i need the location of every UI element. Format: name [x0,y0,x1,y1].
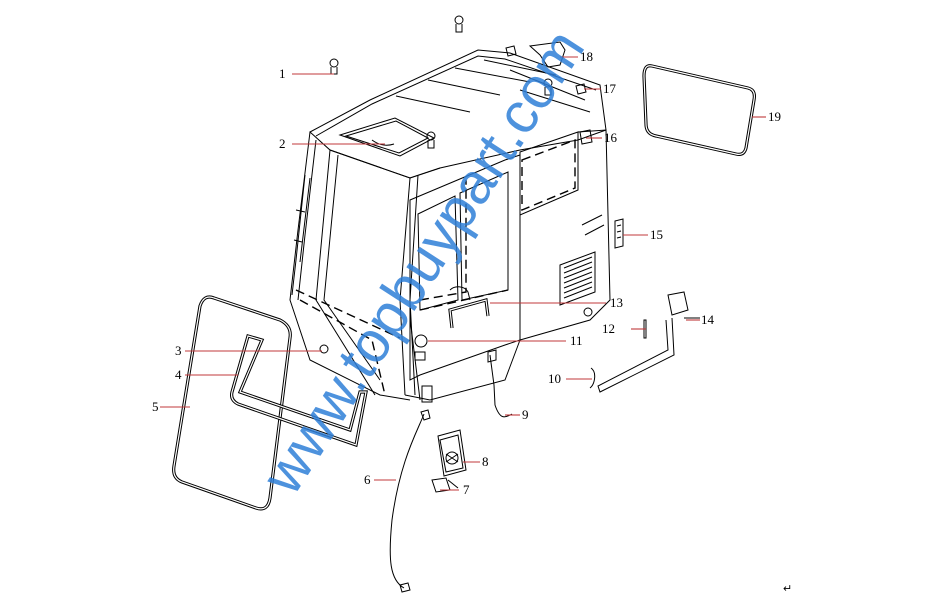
callout-5: 5 [152,399,159,414]
callout-19: 19 [768,109,781,124]
callout-11: 11 [570,333,583,348]
latch-part-15 [614,218,624,249]
callout-7: 7 [463,482,470,497]
callout-18: 18 [580,49,593,64]
lifting-eye-part-4 [543,78,553,96]
front-glass-part-5 [172,295,292,511]
callout-12: 12 [602,321,615,336]
clip-part-10 [589,367,596,389]
callout-16: 16 [604,130,618,145]
seal-plug-part-3 [319,344,329,354]
callout-6: 6 [364,472,371,487]
lower-glass-part-4 [230,334,368,448]
cab-body [289,49,611,403]
lifting-eye-part-1 [329,58,339,75]
paragraph-mark: ↵ [783,583,792,595]
lifting-eye-part-2 [454,15,464,33]
watermark-text: www.topbuypart.com [249,18,597,506]
callout-9: 9 [522,407,529,422]
mirror-arm-part-14 [597,291,700,393]
leader-lines [160,56,766,491]
cable-part-6 [389,413,425,589]
callout-8: 8 [482,454,489,469]
callout-15: 15 [650,227,663,242]
roof-bolt [505,45,517,57]
callout-17: 17 [603,81,617,96]
speaker-part-8 [437,429,467,477]
callout-4: 4 [175,367,182,382]
callout-2: 2 [279,136,286,151]
pin-part-12 [643,319,647,339]
lamp-part-16 [579,129,593,145]
bracket-part-18 [528,41,566,68]
callout-14: 14 [701,312,715,327]
cable-part-9 [489,354,513,418]
callout-1: 1 [279,66,286,81]
callout-10: 10 [548,371,561,386]
callout-3: 3 [175,343,182,358]
callout-13: 13 [610,295,623,310]
bolt-part-17 [575,83,587,95]
handle-part-13 [448,297,490,329]
rear-glass-part-19 [642,64,756,156]
lifting-eye-part-3 [426,131,436,149]
